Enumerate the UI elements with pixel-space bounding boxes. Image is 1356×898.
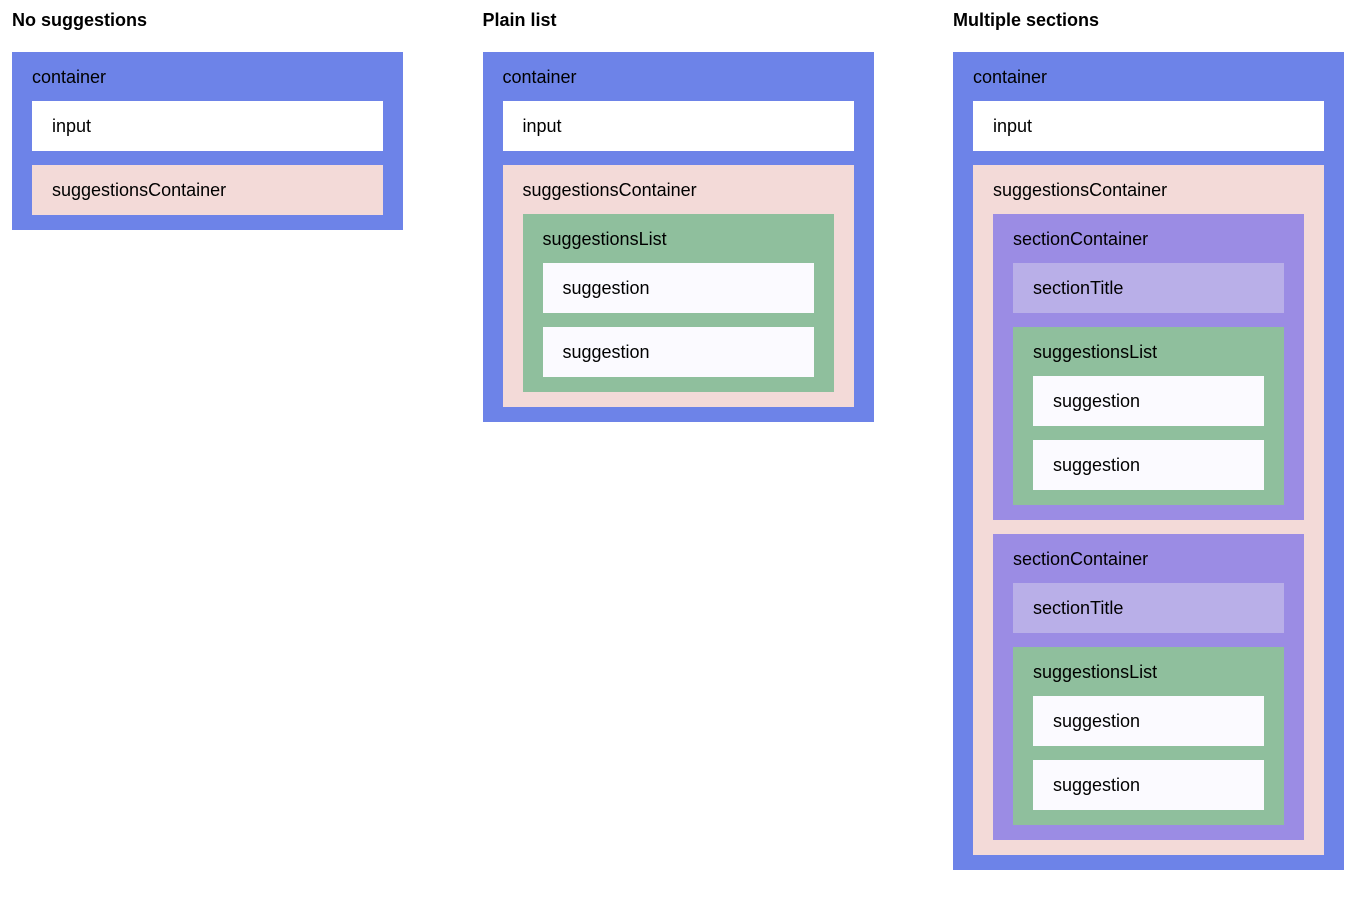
input-box: input [502, 101, 854, 151]
example-no-suggestions: No suggestions container input suggestio… [12, 10, 403, 230]
example-multiple-sections: Multiple sections container input sugges… [953, 10, 1344, 870]
suggestions-container-label: suggestionsContainer [993, 180, 1168, 200]
container-label: container [502, 67, 577, 87]
suggestion-label: suggestion [1053, 775, 1141, 795]
suggestion-label: suggestion [1053, 391, 1141, 411]
section-container-box: sectionContainer sectionTitle suggestion… [993, 534, 1304, 840]
suggestion-item: suggestion [1033, 760, 1264, 810]
input-label: input [522, 116, 562, 136]
section-title-box: sectionTitle [1013, 583, 1284, 633]
suggestions-container-label: suggestionsContainer [52, 180, 227, 200]
section-title-box: sectionTitle [1013, 263, 1284, 313]
suggestions-container-box: suggestionsContainer sectionContainer se… [973, 165, 1324, 855]
suggestion-item: suggestion [542, 263, 814, 313]
example-title: Plain list [482, 10, 557, 30]
suggestions-list-label: suggestionsList [1033, 342, 1158, 362]
container-box: container input suggestionsContainer sec… [953, 52, 1344, 870]
container-label: container [973, 67, 1048, 87]
example-title: Multiple sections [953, 10, 1100, 30]
section-container-label: sectionContainer [1013, 549, 1149, 569]
suggestions-list-label: suggestionsList [1033, 662, 1158, 682]
container-box: container input suggestionsContainer [12, 52, 403, 230]
examples-row: No suggestions container input suggestio… [12, 10, 1344, 870]
example-plain-list: Plain list container input suggestionsCo… [482, 10, 874, 422]
input-label: input [52, 116, 92, 136]
suggestions-container-label: suggestionsContainer [522, 180, 697, 200]
suggestion-item: suggestion [1033, 376, 1264, 426]
suggestion-label: suggestion [1053, 711, 1141, 731]
suggestion-label: suggestion [562, 342, 650, 362]
section-title-label: sectionTitle [1033, 278, 1124, 298]
suggestions-list-box: suggestionsList suggestion suggestion [1013, 647, 1284, 825]
suggestion-item: suggestion [542, 327, 814, 377]
suggestions-list-box: suggestionsList suggestion suggestion [1013, 327, 1284, 505]
input-label: input [993, 116, 1033, 136]
input-box: input [973, 101, 1324, 151]
suggestions-container-box: suggestionsContainer [32, 165, 383, 215]
suggestions-list-label: suggestionsList [542, 229, 667, 249]
suggestions-container-box: suggestionsContainer suggestionsList sug… [502, 165, 854, 407]
suggestion-label: suggestion [562, 278, 650, 298]
container-box: container input suggestionsContainer sug… [482, 52, 874, 422]
suggestion-label: suggestion [1053, 455, 1141, 475]
example-title: No suggestions [12, 10, 148, 30]
section-container-label: sectionContainer [1013, 229, 1149, 249]
suggestion-item: suggestion [1033, 440, 1264, 490]
container-label: container [32, 67, 107, 87]
input-box: input [32, 101, 383, 151]
section-title-label: sectionTitle [1033, 598, 1124, 618]
section-container-box: sectionContainer sectionTitle suggestion… [993, 214, 1304, 520]
suggestions-list-box: suggestionsList suggestion suggestion [522, 214, 834, 392]
suggestion-item: suggestion [1033, 696, 1264, 746]
